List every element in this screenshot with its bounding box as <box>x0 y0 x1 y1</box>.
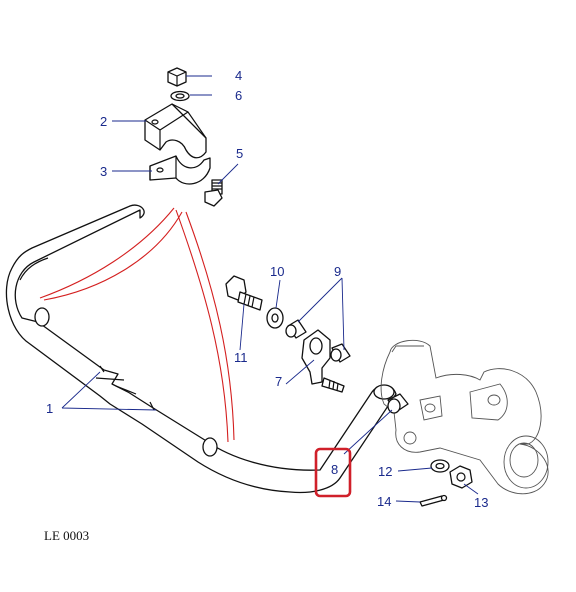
part-11-bolt <box>225 275 263 311</box>
callout-3: 3 <box>100 164 107 179</box>
part-5-bolt <box>204 179 223 207</box>
figure-reference: LE 0003 <box>44 528 89 543</box>
axle-housing <box>380 339 549 495</box>
callout-13: 13 <box>474 495 488 510</box>
part-2-clamp-upper <box>144 103 207 159</box>
callout-8-highlight-box <box>314 447 352 498</box>
part-13-nut <box>449 465 473 489</box>
part-14-split-pin <box>419 494 448 507</box>
part-10-washer <box>266 307 284 329</box>
part-1-anti-roll-bar <box>5 204 397 494</box>
callout-4: 4 <box>235 68 242 83</box>
part-3-bracket <box>149 155 211 185</box>
callout-numbers: 1 2 3 4 5 6 7 8 9 10 11 12 13 14 <box>46 68 488 510</box>
callout-11: 11 <box>234 350 248 365</box>
callout-2: 2 <box>100 114 107 129</box>
part-12-washer <box>430 459 450 473</box>
part-4-nut <box>167 67 187 87</box>
callout-6: 6 <box>235 88 242 103</box>
callout-9: 9 <box>334 264 341 279</box>
leader-lines <box>61 75 479 503</box>
callout-10: 10 <box>270 264 284 279</box>
callout-5: 5 <box>236 146 243 161</box>
callout-8: 8 <box>331 462 338 477</box>
callout-12: 12 <box>378 464 392 479</box>
callout-14: 14 <box>377 494 391 509</box>
red-guide-lines <box>39 207 235 443</box>
part-7-link <box>301 329 345 393</box>
callout-1: 1 <box>46 401 53 416</box>
part-9-bushes <box>285 319 351 363</box>
part-6-washer <box>170 90 190 102</box>
end-link-bush <box>387 393 409 414</box>
callout-7: 7 <box>275 374 282 389</box>
